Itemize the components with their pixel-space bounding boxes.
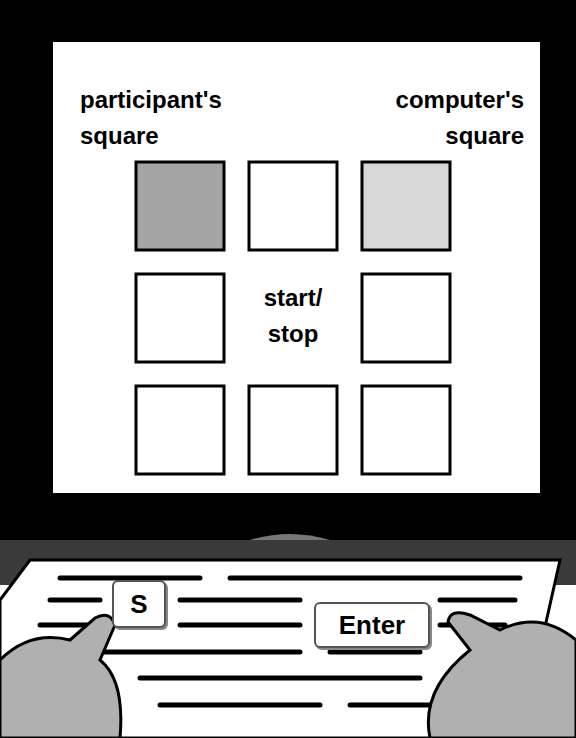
grid-squares [136, 162, 450, 474]
left-hand [0, 615, 121, 738]
monitor-stand [250, 534, 330, 540]
keyboard-key: Enter [314, 602, 430, 648]
key-label: S [130, 589, 147, 620]
screen-label: participant's square [80, 82, 270, 154]
monitor-frame [0, 0, 576, 540]
key-label: Enter [339, 610, 405, 641]
right-hand [428, 613, 576, 738]
screen-label: start/ stop [255, 280, 331, 352]
screen-label: computer's square [352, 82, 524, 154]
screen [53, 42, 540, 493]
keyboard-key: S [112, 580, 166, 628]
